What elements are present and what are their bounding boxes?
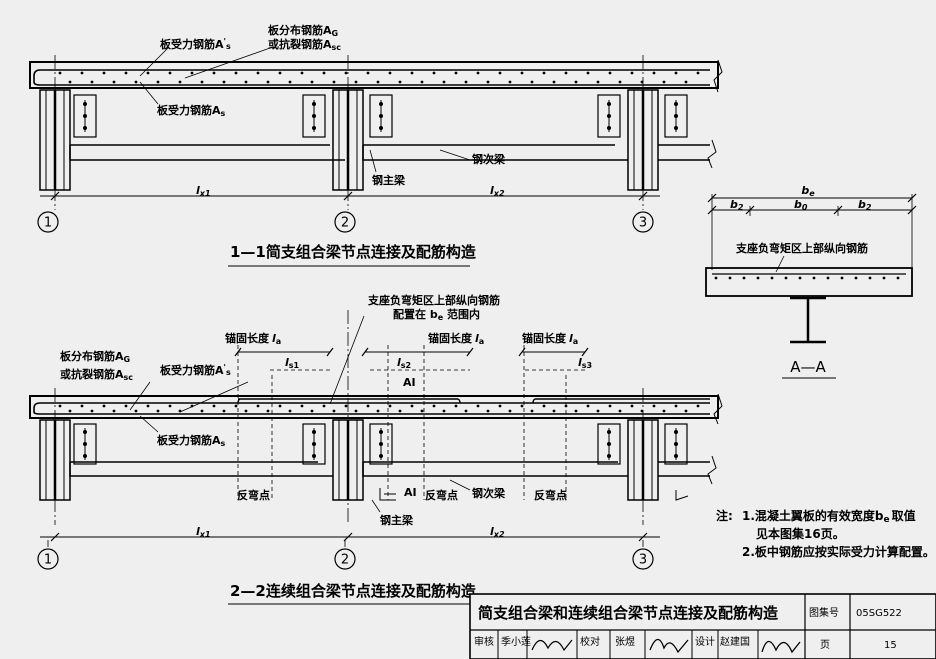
slab-main-steel-bottom-label: 板受力钢筋As: [157, 103, 226, 118]
distribution-bars-1: [58, 71, 700, 84]
main-beam-label-1: 钢主梁: [372, 173, 406, 187]
diagram-2-title: 2—2连续组合梁节点连接及配筋构造: [230, 582, 476, 600]
notes-prefix: 注:: [716, 508, 733, 523]
diagram-1-title: 1—1简支组合梁节点连接及配筋构造: [230, 243, 476, 261]
designer-signature: [761, 640, 801, 654]
distribution-steel-label: 板分布钢筋AG: [268, 23, 338, 38]
page-no: 15: [884, 640, 897, 651]
axis-1-label-2: 1: [44, 553, 52, 568]
secondary-beam-label-1: 钢次梁: [472, 152, 506, 166]
be-dim-label: be: [801, 184, 815, 198]
title-block: 简支组合梁和连续组合梁节点连接及配筋构造 图集号 05SG522 审核 季小莲 …: [469, 593, 936, 659]
distribution-steel-label-2: 板分布钢筋AG: [60, 349, 130, 364]
span-lx2-label: lx2: [490, 184, 505, 198]
span-lx1-label: lx1: [196, 184, 211, 198]
note-line-2: 见本图集16页。: [756, 526, 845, 541]
checker-name: 张煜: [615, 636, 635, 648]
concrete-slab-2: [29, 395, 719, 419]
atlas-no-label: 图集号: [809, 606, 839, 619]
crack-steel-label-2: 或抗裂钢筋Asc: [60, 367, 133, 382]
inflection-label-1: 反弯点: [237, 488, 270, 502]
section-cut-bottom: AI: [404, 486, 417, 499]
checker-signature: [649, 638, 689, 654]
diagram-1-1: 1 2 3 lx1 lx2 板受力钢筋A's 板分布钢筋AG 或抗裂钢筋Asc …: [29, 23, 723, 267]
concrete-slab-1: [29, 61, 719, 89]
section-aa-title: A—A: [790, 358, 826, 376]
ls1-label: ls1: [285, 356, 300, 370]
ls3-label: ls3: [578, 356, 592, 370]
reviewer-name: 季小莲: [501, 636, 531, 648]
reviewer-signature: [531, 639, 573, 652]
designer-name: 赵建国: [720, 635, 750, 648]
title-block-main-title: 简支组合梁和连续组合梁节点连接及配筋构造: [478, 604, 778, 622]
slab-main-steel-top-label-2: 板受力钢筋A's: [160, 363, 231, 377]
bolts-1: [83, 102, 678, 130]
secondary-beam-label-2: 钢次梁: [472, 486, 506, 500]
b2-right-label: b2: [858, 198, 872, 212]
design-label: 设计: [695, 635, 715, 648]
axis-2-label-2: 2: [341, 553, 349, 568]
slab-main-steel-bottom-label-2: 板受力钢筋As: [157, 433, 226, 448]
steel-beam-3: [597, 89, 717, 191]
check-label: 校对: [580, 635, 600, 648]
neg-moment-note-line2: 配置在 be 范围内: [393, 307, 480, 322]
axis-1-label: 1: [44, 216, 52, 231]
neg-moment-note-line1: 支座负弯矩区上部纵向钢筋: [367, 293, 500, 307]
inflection-label-2: 反弯点: [425, 488, 458, 502]
section-cut-top: AI: [403, 376, 416, 389]
inflection-label-3: 反弯点: [534, 488, 567, 502]
slab-main-steel-top-label: 板受力钢筋A's: [160, 37, 231, 51]
span-lx2-label-2: lx2: [490, 525, 505, 539]
span-lx1-label-2: lx1: [196, 525, 211, 539]
bottom-rebar-1: [33, 69, 710, 86]
note-line-3: 2.板中钢筋应按实际受力计算配置。: [742, 544, 935, 559]
section-aa-steel-label: 支座负弯矩区上部纵向钢筋: [735, 241, 868, 255]
axis-3-label-2: 3: [639, 553, 647, 568]
b2-left-label: b2: [730, 198, 744, 212]
section-aa: be b2 b0 b2 支座负弯矩区上部纵向钢筋 A—A: [705, 184, 917, 379]
axis-2-label: 2: [341, 216, 349, 231]
axis-3-label: 3: [639, 216, 647, 231]
b0-label: b0: [794, 198, 808, 212]
distribution-bars-2: [58, 404, 700, 413]
steel-beam-2: [302, 89, 628, 191]
crack-steel-label: 或抗裂钢筋Asc: [268, 37, 341, 52]
atlas-no: 05SG522: [856, 608, 902, 619]
ls2-label: ls2: [397, 356, 411, 370]
page-label: 页: [820, 639, 830, 651]
main-beam-label-2: 钢主梁: [380, 513, 414, 527]
steel-beam-6: [597, 419, 717, 501]
review-label: 审核: [474, 635, 494, 648]
